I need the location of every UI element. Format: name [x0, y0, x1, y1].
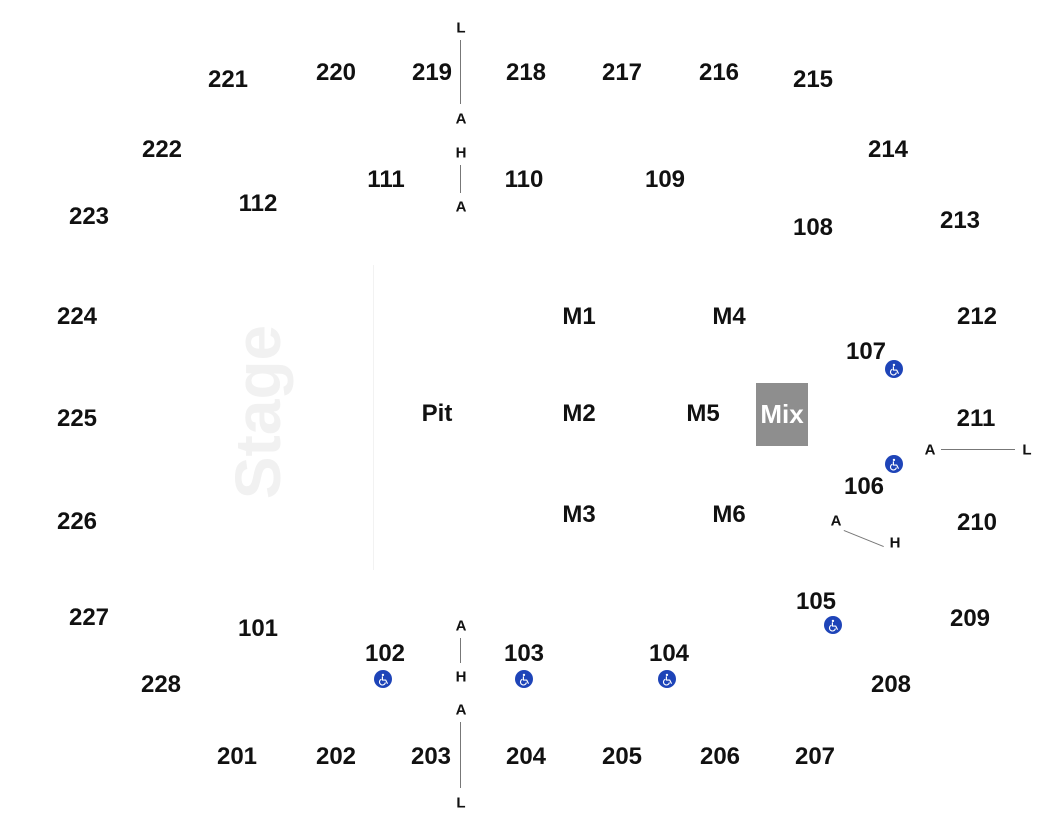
section-210[interactable]: 210	[956, 509, 998, 536]
section-103[interactable]: 103	[503, 640, 545, 667]
section-213[interactable]: 213	[939, 207, 981, 234]
row-marker-a: A	[924, 441, 936, 459]
row-marker-l: L	[1022, 441, 1032, 459]
section-104[interactable]: 104	[648, 640, 690, 667]
row-marker-a: A	[455, 701, 467, 719]
row-marker-h: H	[889, 534, 901, 552]
row-marker-l: L	[456, 19, 466, 37]
aisle-line	[460, 40, 461, 104]
section-201[interactable]: 201	[216, 743, 258, 770]
row-marker-a: A	[455, 617, 467, 635]
wheelchair-icon[interactable]	[885, 360, 903, 378]
section-220[interactable]: 220	[315, 59, 357, 86]
row-marker-l: L	[456, 794, 466, 812]
section-108[interactable]: 108	[792, 214, 834, 241]
section-214[interactable]: 214	[867, 136, 909, 163]
section-111[interactable]: 111	[367, 166, 405, 193]
section-226[interactable]: 226	[56, 508, 98, 535]
section-202[interactable]: 202	[315, 743, 357, 770]
section-106[interactable]: 106	[843, 473, 885, 500]
section-224[interactable]: 224	[56, 303, 98, 330]
section-208[interactable]: 208	[870, 671, 912, 698]
section-112[interactable]: 112	[238, 190, 278, 217]
section-204[interactable]: 204	[505, 743, 547, 770]
aisle-line	[460, 165, 461, 193]
section-223[interactable]: 223	[68, 203, 110, 230]
wheelchair-icon[interactable]	[824, 616, 842, 634]
row-marker-a: A	[830, 512, 842, 530]
section-107[interactable]: 107	[845, 338, 887, 365]
wheelchair-icon[interactable]	[374, 670, 392, 688]
section-209[interactable]: 209	[949, 605, 991, 632]
section-227[interactable]: 227	[68, 604, 110, 631]
section-216[interactable]: 216	[698, 59, 740, 86]
section-203[interactable]: 203	[410, 743, 452, 770]
mix-position: Mix	[756, 383, 808, 446]
section-221[interactable]: 221	[207, 66, 249, 93]
section-105[interactable]: 105	[795, 588, 837, 615]
section-207[interactable]: 207	[794, 743, 836, 770]
row-marker-h: H	[455, 144, 467, 162]
wheelchair-icon[interactable]	[885, 455, 903, 473]
section-218[interactable]: 218	[505, 59, 547, 86]
section-222[interactable]: 222	[141, 136, 183, 163]
row-marker-a: A	[455, 198, 467, 216]
floor-m4[interactable]: M4	[712, 303, 746, 330]
aisle-line	[460, 722, 461, 788]
floor-m2[interactable]: M2	[562, 400, 596, 427]
floor-m5[interactable]: M5	[686, 400, 720, 427]
section-228[interactable]: 228	[140, 671, 182, 698]
row-marker-a: A	[455, 110, 467, 128]
section-102[interactable]: 102	[364, 640, 406, 667]
section-215[interactable]: 215	[792, 66, 834, 93]
wheelchair-icon[interactable]	[515, 670, 533, 688]
section-109[interactable]: 109	[644, 166, 686, 193]
stage-edge	[373, 265, 374, 570]
aisle-line	[843, 530, 884, 548]
aisle-line	[460, 638, 461, 663]
row-marker-h: H	[455, 668, 467, 686]
section-211[interactable]: 211	[956, 405, 996, 432]
wheelchair-icon[interactable]	[658, 670, 676, 688]
section-101[interactable]: 101	[237, 615, 279, 642]
section-212[interactable]: 212	[956, 303, 998, 330]
floor-m6[interactable]: M6	[712, 501, 746, 528]
aisle-line	[941, 449, 1015, 450]
section-217[interactable]: 217	[601, 59, 643, 86]
floor-m3[interactable]: M3	[562, 501, 596, 528]
floor-m1[interactable]: M1	[562, 303, 596, 330]
section-205[interactable]: 205	[601, 743, 643, 770]
floor-pit[interactable]: Pit	[421, 400, 453, 427]
section-110[interactable]: 110	[504, 166, 544, 193]
stage-label: Stage	[222, 324, 294, 500]
section-225[interactable]: 225	[56, 405, 98, 432]
section-219[interactable]: 219	[411, 59, 453, 86]
section-206[interactable]: 206	[699, 743, 741, 770]
